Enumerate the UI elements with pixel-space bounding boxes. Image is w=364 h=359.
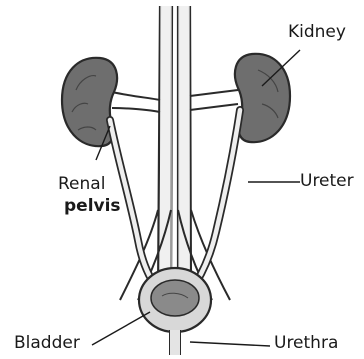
kidney-label: Kidney: [288, 24, 346, 41]
bladder-leader-line: [92, 312, 150, 345]
ureters: [110, 110, 240, 292]
ureter-label: Ureter: [300, 173, 354, 190]
urethra: [170, 330, 180, 355]
major-vessels: [120, 6, 230, 300]
urethra-label: Urethra: [274, 335, 338, 352]
renal-label: Renal: [58, 176, 105, 193]
urethra-leader-line: [190, 342, 270, 346]
bladder-label: Bladder: [14, 335, 80, 352]
pelvis-label: pelvis: [64, 198, 121, 215]
bladder: [139, 268, 211, 332]
renal-vessels: [112, 90, 238, 112]
